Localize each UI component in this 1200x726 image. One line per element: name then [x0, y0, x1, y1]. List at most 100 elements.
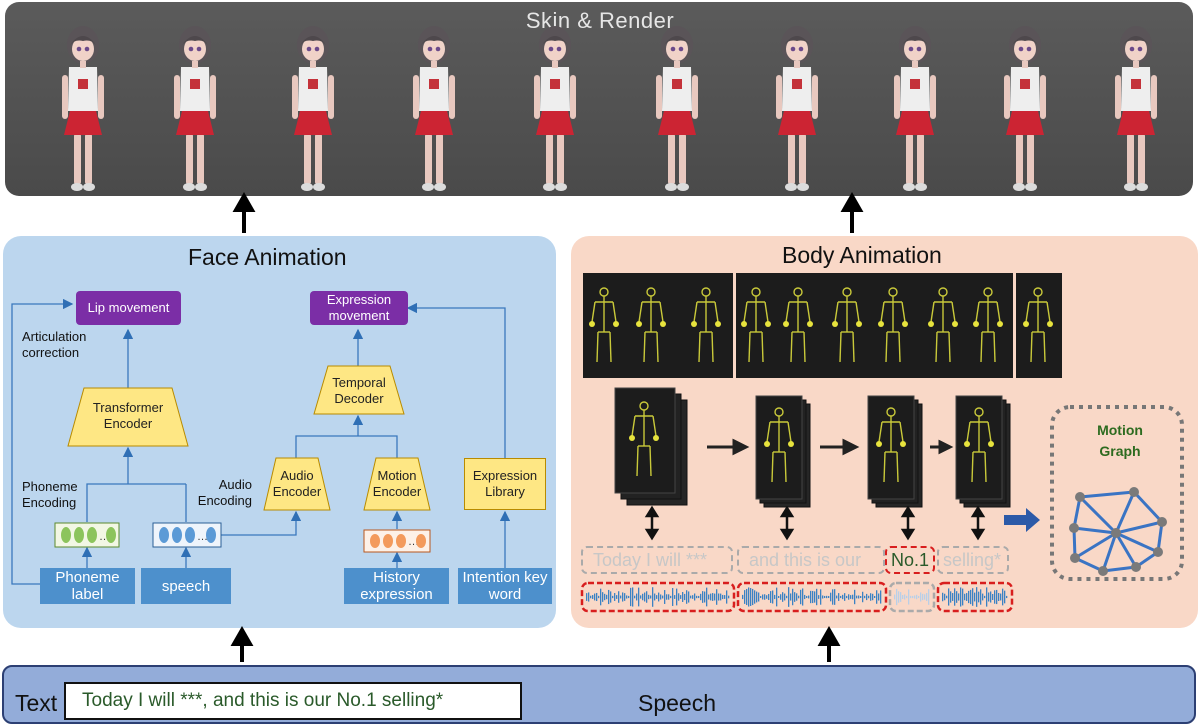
- wave-bar: [682, 591, 684, 603]
- wave-bar: [864, 595, 866, 599]
- motion-graph-label: Motion Graph: [1097, 422, 1143, 459]
- wave-bar: [808, 595, 810, 599]
- wave-bar: [608, 589, 610, 605]
- wave-bar: [948, 588, 950, 606]
- wave-segment-4: [936, 581, 1014, 613]
- expression-library-node: Expression Library: [464, 458, 546, 510]
- audio-encoding-label: Audio Encoding: [197, 477, 252, 508]
- wave-bar: [986, 587, 988, 607]
- wave-bar: [826, 595, 828, 599]
- wave-bar: [778, 595, 780, 599]
- wave-bar: [640, 595, 642, 599]
- wave-bar: [746, 588, 748, 606]
- wave-bar: [660, 594, 662, 600]
- wave-bar: [674, 595, 676, 599]
- wave-bar: [704, 591, 706, 603]
- wave-bar: [970, 589, 972, 605]
- wave-bar: [656, 595, 658, 599]
- history-expression-node: History expression: [344, 568, 449, 604]
- wave-segment-1: [580, 581, 736, 613]
- wave-bar: [950, 591, 952, 603]
- wave-bar: [982, 593, 984, 601]
- intention-key-word-node: Intention key word: [458, 568, 552, 604]
- wave-bar: [758, 592, 760, 602]
- clip-stack-4: [955, 395, 1011, 508]
- lip-movement-node: Lip movement: [76, 291, 181, 325]
- wave-bar: [780, 594, 782, 600]
- wave-bar: [976, 587, 978, 607]
- wave-bar: [880, 590, 882, 604]
- text-segment-1: Today I will ***: [581, 546, 733, 574]
- wave-bar: [788, 587, 790, 607]
- wave-bar: [710, 593, 712, 601]
- wave-bar: [972, 588, 974, 606]
- wave-bar: [980, 589, 982, 605]
- wave-bar: [952, 593, 954, 601]
- wave-bar: [818, 595, 820, 599]
- wave-bar: [802, 588, 804, 606]
- wave-bar: [792, 588, 794, 606]
- wave-bar: [626, 595, 628, 599]
- wave-bar: [998, 593, 1000, 601]
- wave-bar: [646, 591, 648, 603]
- wave-bar: [796, 593, 798, 601]
- wave-bar: [914, 595, 916, 599]
- wave-bar: [662, 595, 664, 599]
- svg-text:…: …: [99, 531, 110, 543]
- wave-bar: [638, 587, 640, 607]
- wave-bar: [706, 587, 708, 607]
- wave-bar: [692, 595, 694, 599]
- body-animation-title: Body Animation: [782, 242, 942, 268]
- wave-bar: [774, 594, 776, 600]
- wave-bar: [860, 595, 862, 599]
- wave-bar: [1004, 590, 1006, 604]
- wave-bar: [920, 592, 922, 602]
- wave-bar: [874, 595, 876, 599]
- transformer-encoder-label: Transformer Encoder: [92, 400, 164, 431]
- motion-encoder-label: Motion Encoder: [372, 468, 422, 499]
- wave-bar: [786, 595, 788, 599]
- wave-bar: [622, 592, 624, 602]
- wave-bar: [958, 593, 960, 601]
- wave-bar: [928, 589, 930, 605]
- wave-bar: [624, 593, 626, 601]
- wave-bar: [720, 593, 722, 601]
- wave-bar: [854, 589, 856, 605]
- wave-bar: [798, 595, 800, 599]
- motion-graph-frame: [1050, 405, 1184, 581]
- wave-bar: [832, 589, 834, 605]
- wave-bar: [634, 595, 636, 599]
- wave-bar: [620, 595, 622, 599]
- wave-bar: [834, 589, 836, 605]
- wave-bar: [992, 593, 994, 601]
- wave-bar: [926, 593, 928, 601]
- wave-bar: [962, 588, 964, 606]
- wave-bar: [830, 592, 832, 602]
- wave-bar: [814, 591, 816, 603]
- svg-text:…: …: [408, 536, 419, 548]
- wave-bar: [984, 595, 986, 599]
- wave-bar: [878, 593, 880, 601]
- wave-bar: [800, 589, 802, 605]
- wave-bar: [850, 595, 852, 599]
- wave-bar: [610, 591, 612, 603]
- text-segment-3: No.1: [885, 546, 935, 574]
- wave-bar: [956, 591, 958, 603]
- wave-bar: [726, 590, 728, 604]
- wave-bar: [724, 595, 726, 599]
- phoneme-encoding-label: Phoneme Encoding: [22, 479, 78, 510]
- text-segment-2: and this is our: [737, 546, 885, 574]
- wave-bar: [876, 590, 878, 604]
- wave-bar: [628, 595, 630, 599]
- wave-bar: [836, 595, 838, 599]
- clip-stack-3: [867, 395, 923, 508]
- wave-bar: [698, 595, 700, 599]
- wave-bar: [870, 593, 872, 601]
- wave-segment-2: [736, 581, 888, 613]
- wave-bar: [974, 592, 976, 602]
- wave-bar: [588, 592, 590, 602]
- skeleton-strip-2: [736, 273, 1013, 378]
- wave-bar: [966, 593, 968, 601]
- wave-bar: [614, 593, 616, 601]
